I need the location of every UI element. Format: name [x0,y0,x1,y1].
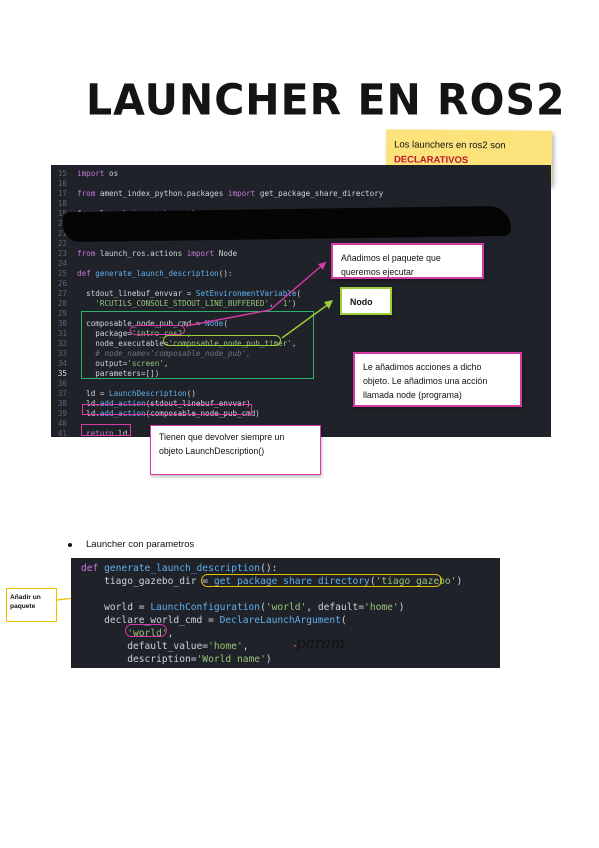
line-number: 24 [57,259,67,268]
callout-return-line1: Tienen que devolver siempre un [159,432,285,442]
callout-actions-line1: Le añadimos acciones a dicho [363,362,482,372]
line-number: 36 [57,379,67,388]
line-number: 23 [57,249,67,258]
code-text: stdout_linebuf_envvar = SetEnvironmentVa… [77,289,302,298]
line-number: 26 [57,279,67,288]
code-text: 'world', [127,628,174,639]
code-text: ld.add_action(stdout_linebuf_envvar) [77,399,251,408]
return-highlight-box [81,424,131,436]
line-number: 40 [57,419,67,428]
code-text: 'RCUTILS_CONSOLE_STDOUT_LINE_BUFFERED', … [95,299,297,308]
line-number: 31 [57,329,67,338]
code-text: default_value='home', [81,641,249,652]
bullet-launcher-parametros: Launcher con parametros [86,539,195,550]
code-text: description='World name') [81,654,272,665]
line-number: 28 [57,299,67,308]
code-text: output='screen', [77,359,169,368]
callout-return-line2: objeto LaunchDescription() [159,446,265,456]
line-number: 38 [57,399,67,408]
world-arg-highlight-box [125,624,167,637]
code-text: from launch_ros.actions import Node [77,249,238,258]
line-number: 25 [57,269,67,278]
code-text: declare_world_cmd = DeclareLaunchArgumen… [81,615,347,626]
page-title: LAUNCHER EN ROS2 [86,74,566,126]
handwriting-text: param [296,634,345,652]
callout-package: Añadimos el paquete que queremos ejecuta… [331,243,484,279]
callout-package-line1: Añadimos el paquete que [341,253,441,263]
get-package-highlight-box [201,574,442,587]
callout-package-line2: queremos ejecutar [341,267,414,277]
sticky-note-text: Los launchers en ros2 son [394,139,506,152]
line-number: 37 [57,389,67,398]
executable-highlight-box [163,335,281,346]
code-text: def generate_launch_description(): [77,269,233,278]
callout-actions-line2: objeto. Le añadimos una acción [363,376,488,386]
callout-node: Nodo [340,287,392,315]
line-number: 41 [57,429,67,437]
package-highlight-box [130,325,185,335]
line-number: 39 [57,409,67,418]
bullet-dot [68,543,72,547]
line-number: 19 [57,209,67,218]
line-number: 21 [57,229,67,238]
callout-return: Tienen que devolver siempre un objeto La… [150,425,321,475]
line-number: 27 [57,289,67,298]
code-text: def generate_launch_description(): [81,563,278,574]
line-number: 20 [51,219,67,229]
code-text: # node_name='composable_node_pub', [77,349,251,358]
line-number: 35 [57,369,67,378]
line-number: 29 [57,309,67,318]
handwritten-annotation: param [294,634,345,652]
line-number: 32 [57,339,67,348]
side-note-line1: Añadir un [10,594,41,601]
callout-node-text: Nodo [350,297,373,307]
code-text: ld = LaunchDescription() [77,389,196,398]
line-number: 18 [57,199,67,208]
line-number: 33 [57,349,67,358]
code-text: package='intro_ros2', [77,329,192,338]
line-number: 22 [57,239,67,248]
code-text: node_executable='composable_node_pub_tim… [77,339,297,348]
side-note-line2: paquete [10,603,36,610]
callout-actions: Le añadimos acciones a dicho objeto. Le … [353,352,522,407]
line-number: 15 [57,169,67,178]
side-note-add-package: Añadir un paquete [6,588,57,622]
line-number: 16 [57,179,67,188]
redaction-scribble [62,205,512,243]
code-text: from ament_index_python.packages import … [77,189,384,198]
code-text: import os [77,169,119,178]
line-number: 30 [57,319,67,328]
code-text: world = LaunchConfiguration('world', def… [81,602,405,613]
line-number: 34 [57,359,67,368]
add-action-highlight-box [82,404,252,415]
code-block-parameters: def generate_launch_description(): tiago… [71,558,500,668]
code-text: parameters=[]) [77,369,160,378]
code-text: ld.add_action(composable_node_pub_cmd) [77,409,260,418]
line-number: 17 [57,189,67,198]
callout-actions-line3: llamada node (programa) [363,390,462,400]
code-text: return ld [86,429,128,437]
